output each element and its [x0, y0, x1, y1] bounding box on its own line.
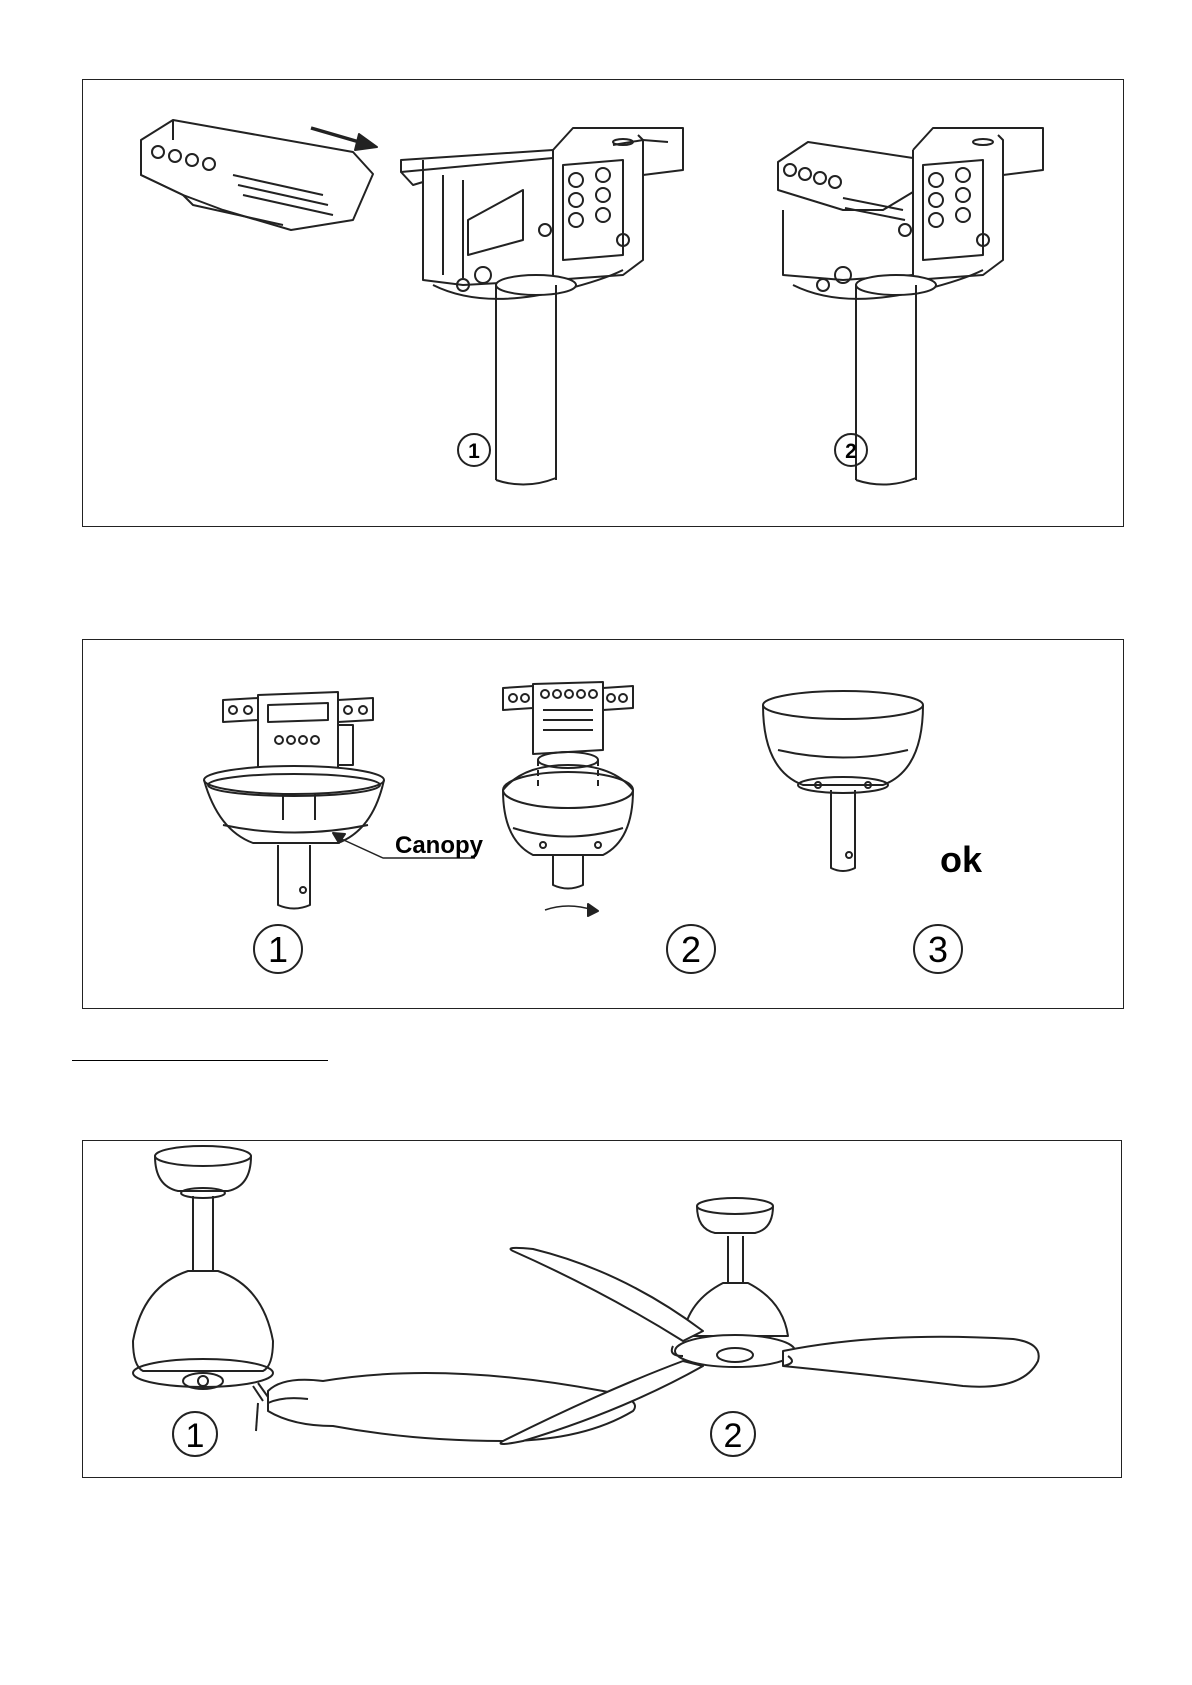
canopy-step-2-label: 2: [681, 929, 701, 970]
fan-step-2-label: 2: [724, 1417, 743, 1455]
bracket-step-1: [401, 128, 683, 485]
panel-canopy-installation: Canopy ok 1 2 3: [82, 639, 1124, 1009]
canopy-step-1: [204, 692, 475, 909]
canopy-label: Canopy: [395, 832, 484, 859]
step-1-label: 1: [468, 440, 480, 463]
canopy-step-1-label: 1: [268, 929, 288, 970]
panel-mounting-bracket: 1 2: [82, 79, 1124, 527]
canopy-step-3: [763, 691, 923, 871]
blade-illustration: 1 2: [83, 1141, 1121, 1477]
fan-step-1: [133, 1146, 635, 1441]
bracket-illustration: 1 2: [83, 80, 1123, 526]
canopy-step-2: [503, 682, 633, 916]
panel-blade-installation: 1 2: [82, 1140, 1122, 1478]
canopy-illustration: Canopy ok 1 2 3: [83, 640, 1123, 1008]
step-2-label: 2: [845, 440, 857, 463]
fan-step-1-label: 1: [186, 1417, 205, 1455]
section-underline: [72, 1060, 328, 1061]
bracket-step-2: [778, 128, 1043, 485]
canopy-step-3-label: 3: [928, 929, 948, 970]
ok-label: ok: [940, 839, 983, 880]
fan-step-2: [501, 1198, 1039, 1444]
